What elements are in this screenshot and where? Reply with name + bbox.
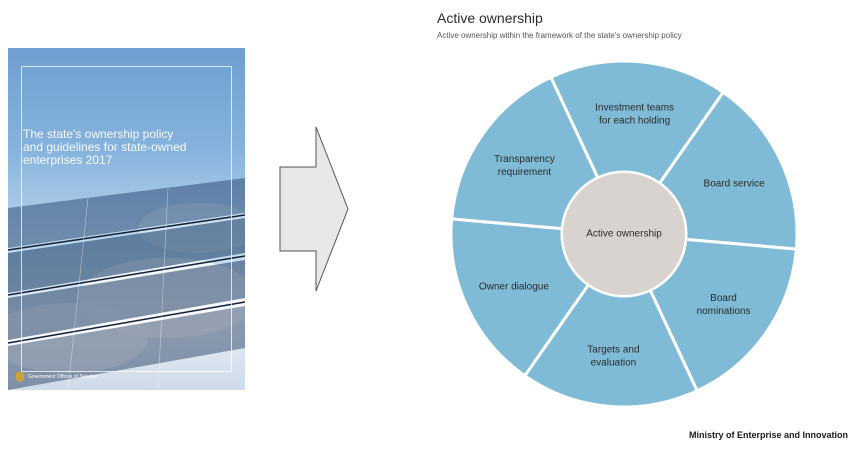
cover-title-line: and guidelines for state-owned	[23, 140, 187, 154]
segment-label-line: Transparency	[494, 154, 555, 165]
diagram-subtitle: Active ownership within the framework of…	[437, 31, 682, 40]
segment-label-line: nominations	[697, 306, 751, 317]
cover-title: The state's ownership policy and guideli…	[23, 128, 223, 167]
segment-label-line: evaluation	[591, 358, 637, 369]
ownership-wheel: Active ownership Investment teams for eac…	[449, 60, 799, 409]
segment-label-line: Targets and	[587, 345, 639, 356]
crest-icon	[16, 372, 24, 382]
segment-label-line: for each holding	[599, 115, 670, 126]
segment-label-line: requirement	[498, 167, 552, 178]
segment-label: Board service	[704, 179, 766, 190]
cover-frame	[21, 66, 232, 372]
segment-label-line: Board service	[704, 179, 766, 190]
cover-title-line: The state's ownership policy	[23, 127, 174, 141]
solar-panels-illustration	[8, 178, 245, 390]
segment-label-line: Investment teams	[595, 102, 674, 113]
diagram-title: Active ownership	[437, 10, 543, 26]
segment-label-line: Owner dialogue	[479, 281, 549, 292]
segment-label: Targets and evaluation	[587, 345, 639, 369]
segment-label: Investment teams for each holding	[595, 102, 674, 126]
segment-label-line: Board	[710, 293, 737, 304]
center-circle	[561, 171, 687, 297]
cover-footer: Government Offices of Sweden	[16, 372, 97, 382]
segment-label: Transparency requirement	[494, 154, 555, 178]
center-label: Active ownership	[586, 229, 662, 240]
cover-title-line: enterprises 2017	[23, 153, 113, 167]
report-cover-image: The state's ownership policy and guideli…	[8, 48, 245, 390]
right-arrow-icon	[279, 126, 349, 292]
ministry-credit: Ministry of Enterprise and Innovation	[688, 430, 848, 440]
arrow-shape	[279, 126, 349, 292]
cover-publisher: Government Offices of Sweden	[28, 374, 98, 380]
segment-label: Owner dialogue	[479, 281, 549, 292]
segment-label: Board nominations	[697, 293, 751, 317]
